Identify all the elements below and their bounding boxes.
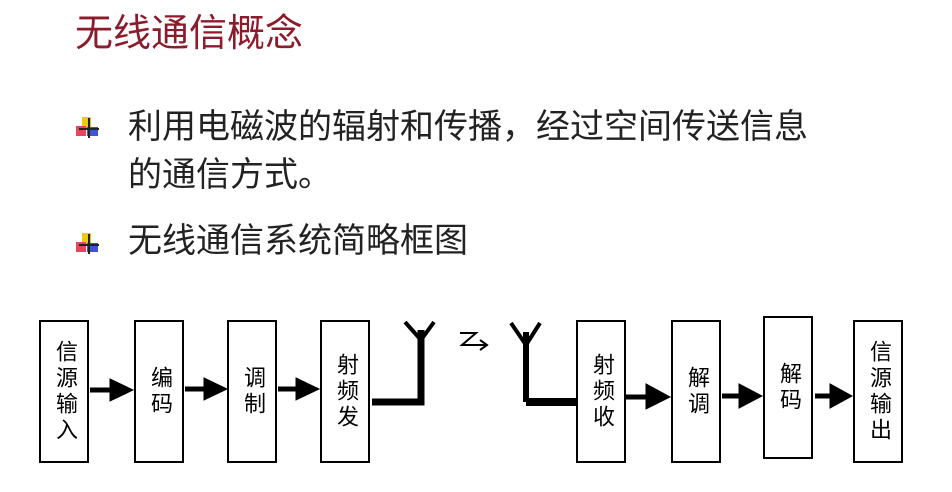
block-label: 解码: [776, 361, 801, 414]
block-rf-receive: 射频收: [576, 320, 626, 463]
arrow: [626, 383, 672, 410]
rx-antenna-icon: [509, 321, 576, 406]
block-source-input: 信源输入: [39, 320, 89, 463]
block-encode: 编码: [134, 320, 184, 463]
tx-antenna-icon: [372, 320, 436, 406]
block-source-output: 信源输出: [853, 320, 903, 463]
block-label: 编码: [147, 365, 172, 418]
slide-title: 无线通信概念: [75, 11, 304, 55]
block-label: 解调: [684, 365, 709, 418]
block-label: 信源输出: [866, 339, 891, 444]
arrow: [90, 378, 135, 402]
bullet-icon: [76, 233, 102, 255]
arrow: [185, 377, 229, 401]
radio-wave-icon: [459, 332, 489, 351]
bullet-text-2: 无线通信系统简略框图: [128, 221, 468, 261]
block-label: 射频收: [589, 352, 614, 431]
arrow: [815, 383, 854, 409]
arrow: [278, 377, 321, 401]
block-modulate: 调制: [227, 320, 277, 463]
bullet-text-1-cont: 的通信方式。: [128, 155, 332, 195]
block-label: 射频发: [333, 352, 358, 431]
block-decode: 解码: [763, 316, 813, 459]
arrow: [722, 383, 764, 409]
block-rf-transmit: 射频发: [320, 320, 370, 463]
bullet-text-1: 利用电磁波的辐射和传播，经过空间传送信息: [128, 107, 808, 147]
block-label: 信源输入: [52, 339, 77, 444]
block-demodulate: 解调: [671, 320, 721, 463]
block-label: 调制: [240, 365, 265, 418]
bullet-icon: [76, 117, 102, 139]
